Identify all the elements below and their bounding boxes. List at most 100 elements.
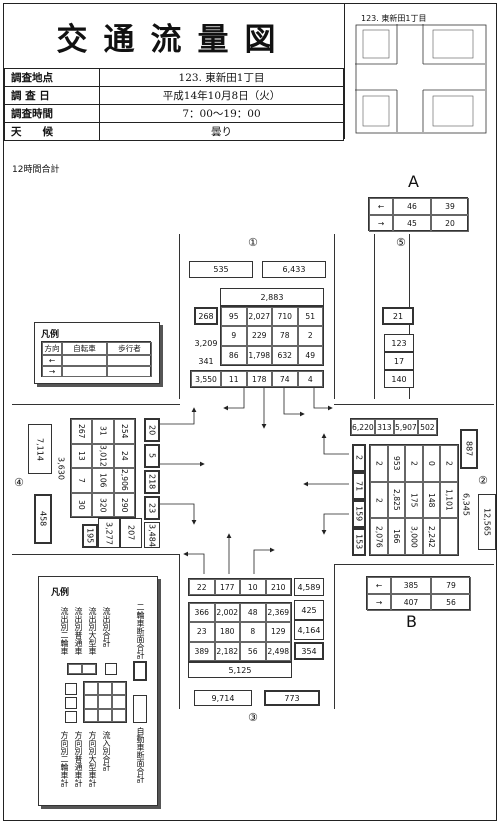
info-key: 天 候 (4, 122, 100, 141)
road-edge (334, 404, 494, 405)
south-bottom-right: 773 (264, 690, 320, 706)
cell: 22 (189, 579, 215, 595)
legend-sample-box (65, 697, 77, 709)
legend-big: 凡例 流出別二輪車 流出別普通車 流出別大型車 流出別合計 二輪車断面合計 方向… (38, 576, 158, 806)
cell: 56 (240, 641, 266, 661)
road-edge (334, 234, 335, 399)
cell: 10 (240, 579, 266, 595)
cell: 3,550 (191, 371, 221, 387)
cell: 13 (71, 443, 93, 468)
west-total: 3,630 (52, 418, 70, 518)
info-value: 123. 東新田1丁目 (99, 68, 344, 87)
legend-text: 方向別普通車計 (74, 731, 83, 787)
cell: 51 (297, 307, 323, 327)
south-total: 5,125 (188, 662, 292, 678)
label-a: A (408, 172, 419, 191)
cell (68, 664, 82, 674)
south-bottom-left: 9,714 (194, 690, 252, 706)
cell: 78 (272, 326, 298, 346)
cell: 2,182 (214, 641, 240, 661)
east-total: 6,345 (459, 474, 473, 534)
cell: 2,242 (422, 518, 441, 555)
cell (84, 682, 98, 696)
info-key: 調査時間 (4, 104, 100, 123)
cell: 11 (221, 371, 247, 387)
east-left-box: 159 (352, 500, 366, 528)
legend-sample-box (65, 683, 77, 695)
info-value: 曇り (99, 122, 344, 141)
location-map: 123. 東新田1丁目 (344, 4, 497, 139)
cell: 175 (405, 481, 423, 519)
cell (62, 355, 107, 366)
legend-text: 方向別二輪車計 (60, 731, 69, 787)
label-b: B (406, 612, 417, 631)
legend-big-title: 凡例 (51, 588, 70, 598)
cell: 2,027 (246, 307, 272, 327)
legend-text: 流出別二輪車 (60, 607, 69, 655)
legend-header: 歩行者 (107, 342, 152, 355)
arrow-right-icon: → (369, 215, 393, 232)
arrow-left-icon: ← (42, 355, 62, 366)
cell: 2,498 (265, 641, 291, 661)
cell: 24 (113, 443, 135, 468)
north-total: 2,883 (220, 288, 324, 306)
east-side-right: 887 (460, 429, 478, 469)
cell: 389 (189, 641, 215, 661)
north-top-left: 535 (189, 261, 253, 278)
cell: 31 (92, 419, 114, 444)
road-edge (12, 404, 180, 405)
cell: 30 (71, 492, 93, 517)
cell: 3,000 (405, 518, 423, 555)
north-right-col: 140 (384, 370, 414, 388)
legend-header: 方向 (42, 342, 62, 355)
legend-sample-row (67, 663, 97, 675)
west-bottom: 207 (120, 518, 142, 548)
section-a-table: ← 46 39 → 45 20 (368, 197, 469, 232)
cell: 290 (113, 492, 135, 517)
cell (112, 682, 126, 696)
west-bottom: 195 (82, 524, 98, 548)
cell: 2,002 (214, 603, 240, 623)
cell: 49 (297, 345, 323, 365)
cell: 210 (265, 579, 291, 595)
legend-text: 流出別合計 (102, 607, 111, 647)
cell: 313 (374, 419, 394, 435)
legend-text: 流出別大型車 (88, 607, 97, 655)
legend-header: 自転車 (62, 342, 107, 355)
road-edge (179, 554, 180, 709)
road-edge (334, 564, 494, 565)
subtitle: 12時間合計 (12, 165, 60, 175)
cell (62, 366, 107, 377)
cell: 48 (240, 603, 266, 623)
road-edge (12, 554, 180, 555)
cell: 2 (370, 445, 388, 482)
south-right-col: 4,164 (294, 620, 324, 640)
label-4: ④ (14, 476, 24, 489)
cell: 177 (214, 579, 240, 595)
cell: 502 (417, 419, 437, 435)
cell (107, 355, 152, 366)
map-sketch (355, 24, 487, 134)
cell: 2,076 (370, 518, 388, 555)
west-right-box: 23 (144, 496, 160, 520)
arrow-right-icon: → (42, 366, 62, 377)
cell: 23 (189, 622, 215, 642)
cell: 129 (265, 622, 291, 642)
flow-arrows (160, 388, 349, 574)
west-right-box: 20 (144, 418, 160, 442)
cell: 166 (387, 518, 406, 555)
label-2: ② (478, 474, 488, 487)
legend-small: 凡例 方向 自転車 歩行者 ← → (34, 322, 160, 384)
legend-text: 流出別普通車 (74, 607, 83, 655)
arrow-left-icon: ← (367, 577, 391, 594)
north-left-col: 341 (192, 352, 220, 370)
cell: 632 (272, 345, 298, 365)
cell: 0 (422, 445, 441, 482)
cell: 8 (240, 622, 266, 642)
north-left-col: 3,209 (192, 334, 220, 352)
